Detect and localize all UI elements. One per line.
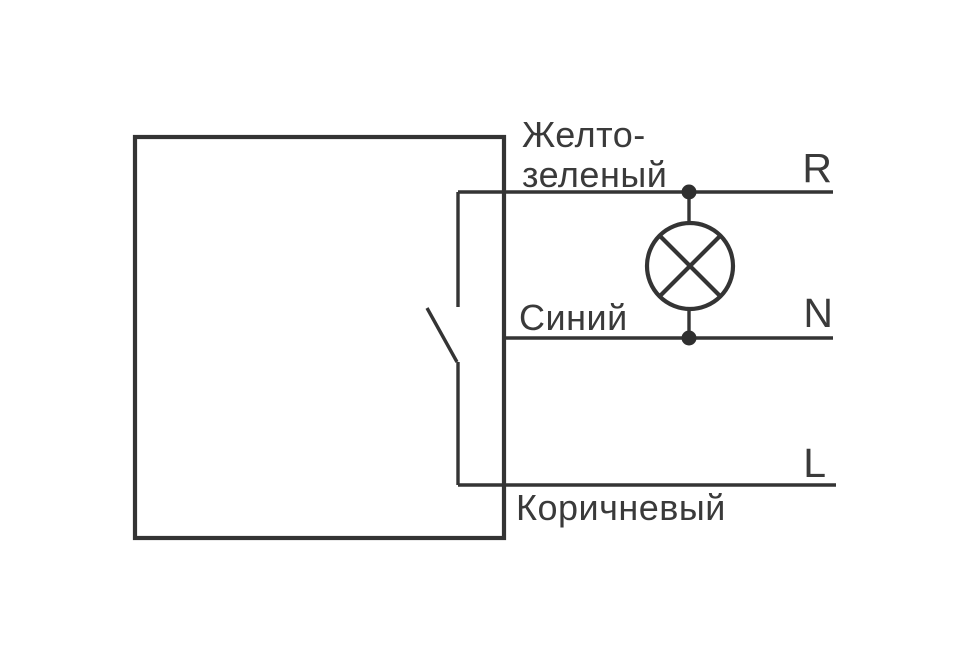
lamp-icon	[644, 220, 736, 312]
junction-dot-top	[681, 184, 697, 200]
terminal-n: N	[803, 290, 833, 336]
label-blue: Синий	[519, 297, 628, 338]
switch-blade	[425, 307, 459, 363]
label-yellow-green-line2: зеленый	[522, 154, 667, 195]
terminal-r: R	[802, 145, 832, 191]
device-box	[132, 134, 507, 541]
terminal-l: L	[803, 440, 826, 486]
label-brown: Коричневый	[516, 487, 726, 528]
label-yellow-green-line1: Желто-	[522, 114, 646, 155]
junction-dot-bottom	[681, 330, 697, 346]
